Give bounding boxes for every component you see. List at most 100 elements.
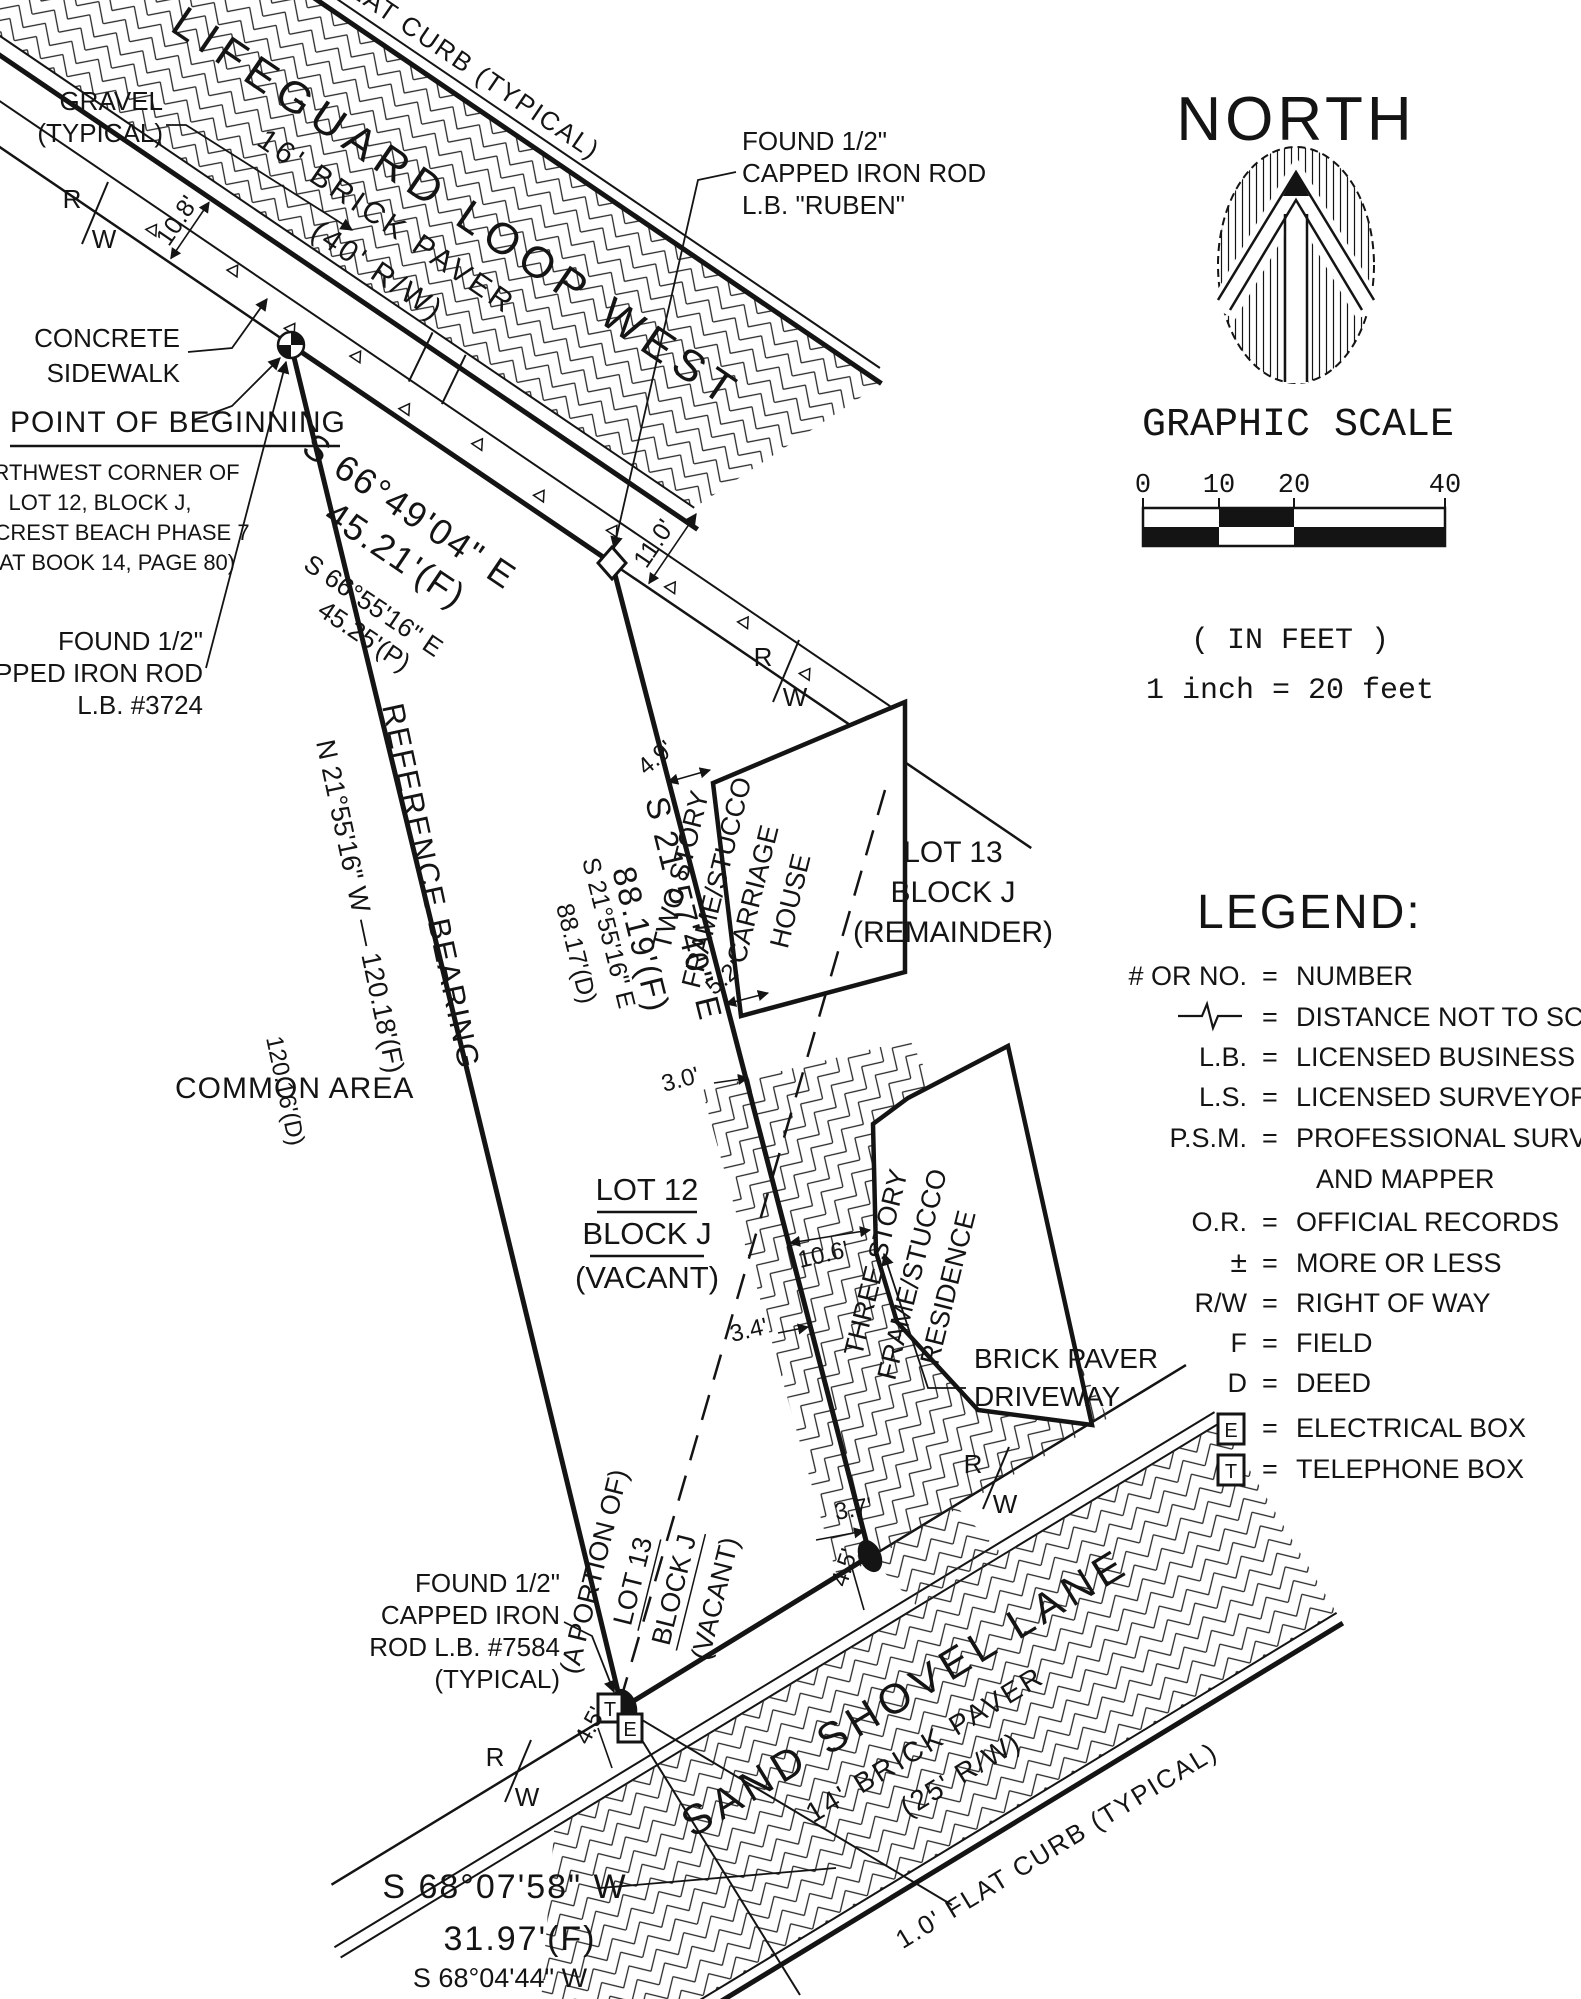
svg-text:W: W bbox=[993, 1489, 1018, 1519]
electrical-box-icon bbox=[616, 1712, 644, 1744]
dim-3-4: 3.4' bbox=[727, 1313, 770, 1348]
gravel-label: GRAVEL (TYPICAL) bbox=[37, 86, 163, 148]
lot13-portion-label: (A PORTION OF) LOT 13 BLOCK J (VACANT) bbox=[554, 1466, 745, 1677]
svg-text:BLOCK J: BLOCK J bbox=[890, 876, 1015, 909]
svg-text:=: = bbox=[1262, 1248, 1278, 1278]
lot12-label: LOT 12 BLOCK J (VACANT) bbox=[575, 1172, 719, 1295]
scale-tick-40: 40 bbox=[1429, 471, 1461, 501]
legend-sym-or: O.R. bbox=[1191, 1207, 1247, 1237]
point-of-beginning-label: POINT OF BEGINNING NORTHWEST CORNER OF L… bbox=[0, 406, 345, 575]
legend-def-or: OFFICIAL RECORDS bbox=[1296, 1207, 1559, 1237]
south-distance-field: 31.97'(F) bbox=[444, 1920, 597, 1958]
svg-text:FOUND 1/2": FOUND 1/2" bbox=[58, 626, 203, 656]
dim-4-5-sw-line bbox=[597, 1727, 613, 1769]
sidewalk-leader bbox=[187, 297, 268, 353]
lifeguard-pavement-hatch bbox=[0, 0, 882, 508]
sand-shovel-pavement-hatch bbox=[533, 1422, 1337, 1999]
svg-text:=: = bbox=[1262, 1328, 1278, 1358]
pob-monument bbox=[276, 330, 306, 360]
legend-sym-d: D bbox=[1228, 1368, 1248, 1398]
svg-text:=: = bbox=[1262, 1207, 1278, 1237]
legend-sym-psm: P.S.M. bbox=[1169, 1123, 1247, 1153]
dim-3-7: 3.7' bbox=[832, 1493, 874, 1526]
svg-text:CAPPED IRON ROD: CAPPED IRON ROD bbox=[0, 658, 203, 688]
svg-text:LOT 12, BLOCK J,: LOT 12, BLOCK J, bbox=[8, 490, 191, 515]
svg-text:(VACANT): (VACANT) bbox=[575, 1260, 719, 1295]
scale-units-note: ( IN FEET ) bbox=[1191, 624, 1389, 658]
sand-shovel-curb-line-1 bbox=[333, 1411, 1216, 1949]
found-rod-ruben-diamond bbox=[596, 544, 628, 582]
rw-marker-1: R W bbox=[63, 181, 117, 254]
svg-text:CONCRETE: CONCRETE bbox=[34, 323, 180, 353]
pob-leader bbox=[193, 357, 281, 421]
lot13-portion-dashed-line bbox=[618, 789, 887, 1703]
dim-3-0: 3.0' bbox=[659, 1062, 703, 1098]
dim-3-4-line bbox=[777, 1323, 810, 1335]
rod-ruben-leader bbox=[610, 171, 737, 550]
dim-10-6-line bbox=[788, 1226, 872, 1247]
svg-text:DRIVEWAY: DRIVEWAY bbox=[974, 1381, 1121, 1412]
brick-paver-driveway-label: BRICK PAVER DRIVEWAY bbox=[974, 1343, 1158, 1412]
electrical-box-letter: E bbox=[623, 1719, 636, 1741]
svg-text:(REMAINDER): (REMAINDER) bbox=[853, 916, 1053, 949]
legend-def-nts: DISTANCE NOT TO SCALE bbox=[1296, 1002, 1581, 1032]
north-boundary-bearings: S 66°49'04" E 45.21'(F) S 66°55'16" E 45… bbox=[296, 425, 525, 678]
telephone-box-icon bbox=[596, 1692, 624, 1724]
svg-text:ROD L.B. #7584: ROD L.B. #7584 bbox=[369, 1632, 560, 1662]
dim-4-9-line bbox=[666, 767, 712, 785]
south-boundary-bearings: S 68°07'58" W 31.97'(F) S 68°04'44" W bbox=[382, 1868, 625, 1993]
north-label: NORTH bbox=[1176, 85, 1415, 154]
svg-text:=: = bbox=[1262, 961, 1278, 991]
svg-text:=: = bbox=[1262, 1454, 1278, 1484]
legend-def-psm: PROFESSIONAL SURVEYOR bbox=[1296, 1123, 1581, 1153]
svg-text:=: = bbox=[1262, 1042, 1278, 1072]
svg-text:BLOCK J: BLOCK J bbox=[582, 1216, 711, 1251]
svg-text:(TYPICAL): (TYPICAL) bbox=[434, 1664, 560, 1694]
scale-bar-seg-bl bbox=[1143, 527, 1219, 546]
driveway-leader bbox=[881, 1252, 966, 1389]
dim-5-2-line bbox=[724, 990, 770, 1007]
legend-sym-f: F bbox=[1231, 1328, 1248, 1358]
legend-sym-number: # OR NO. bbox=[1128, 961, 1247, 991]
svg-text:T: T bbox=[1225, 1461, 1237, 1483]
svg-text:LOT 13: LOT 13 bbox=[903, 836, 1003, 869]
legend-sym-rw: R/W bbox=[1195, 1288, 1248, 1318]
residence-outline bbox=[870, 1042, 1095, 1428]
legend-title: LEGEND: bbox=[1197, 886, 1422, 939]
north-arrow-chevron-inner bbox=[1228, 197, 1364, 311]
legend-sym-pm: ± bbox=[1231, 1246, 1247, 1279]
rw-marker-2: R W bbox=[754, 639, 808, 712]
south-bearing-leader bbox=[599, 1867, 837, 1889]
lot13-remainder-label: LOT 13 BLOCK J (REMAINDER) bbox=[853, 836, 1053, 949]
legend: LEGEND: # OR NO. = NUMBER = DISTANCE NOT… bbox=[1128, 886, 1581, 1487]
legend-sym-lb: L.B. bbox=[1199, 1042, 1247, 1072]
found-rod-se bbox=[857, 1539, 883, 1573]
scale-bar-seg-top bbox=[1219, 508, 1294, 527]
svg-text:R: R bbox=[754, 642, 773, 672]
dim-11-0-line bbox=[648, 512, 697, 585]
dim-3-7-line bbox=[815, 1527, 866, 1541]
rod-7584-leader bbox=[563, 1621, 616, 1694]
south-bearing-deed: S 68°04'44" W bbox=[413, 1963, 588, 1993]
legend-def-e: ELECTRICAL BOX bbox=[1296, 1413, 1526, 1443]
svg-text:=: = bbox=[1262, 1368, 1278, 1398]
legend-telephone-box-icon bbox=[1216, 1453, 1246, 1487]
sidewalk-back-edge bbox=[0, 71, 892, 708]
svg-text:CAPPED IRON ROD: CAPPED IRON ROD bbox=[742, 158, 986, 188]
distance-not-to-scale-icon bbox=[1178, 1000, 1242, 1032]
svg-text:=: = bbox=[1262, 1123, 1278, 1153]
svg-text:SEACREST BEACH PHASE 7: SEACREST BEACH PHASE 7 bbox=[0, 520, 250, 545]
svg-text:(TYPICAL): (TYPICAL) bbox=[37, 118, 163, 148]
legend-def-d: DEED bbox=[1296, 1368, 1371, 1398]
svg-text:=: = bbox=[1262, 1002, 1278, 1032]
legend-def-psm-2: AND MAPPER bbox=[1316, 1164, 1495, 1194]
rod-3724-leader bbox=[205, 360, 290, 669]
lane-crossing-line-2 bbox=[621, 1707, 953, 1906]
rw-marker-4: R W bbox=[486, 1739, 540, 1812]
lifeguard-flat-curb bbox=[0, 38, 700, 532]
svg-text:E: E bbox=[1224, 1420, 1237, 1442]
svg-text:=: = bbox=[1262, 1413, 1278, 1443]
north-arrow-tip bbox=[1283, 172, 1309, 196]
svg-text:L.B. "RUBEN": L.B. "RUBEN" bbox=[742, 190, 905, 220]
